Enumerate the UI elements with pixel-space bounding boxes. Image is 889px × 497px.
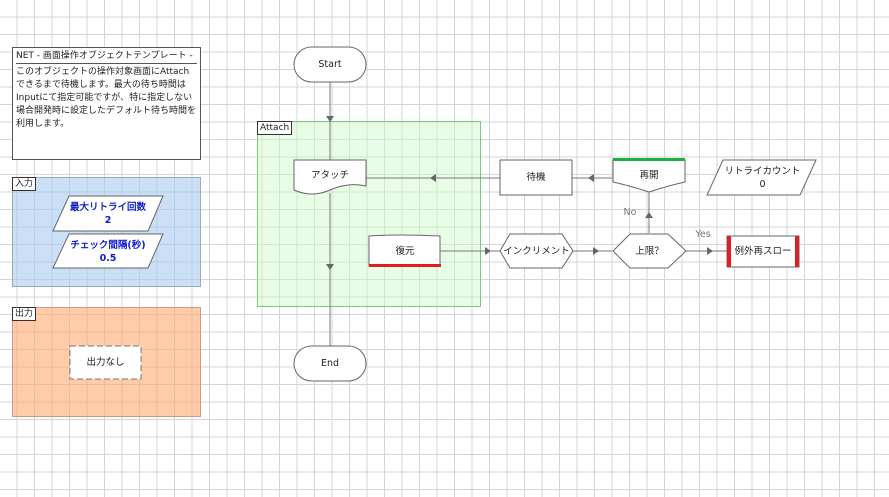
- param-interval-shape: [52, 233, 164, 269]
- retry-counter-shape: [706, 159, 817, 196]
- start-terminator: [293, 46, 367, 83]
- arrowheads: [326, 116, 713, 270]
- description-note[interactable]: NET - 画面操作オブジェクトテンプレート - このオブジェクトの操作対象画面…: [12, 47, 201, 160]
- arrow-up-1: [645, 212, 653, 218]
- arrow-right-3: [707, 247, 713, 255]
- exception-red-right: [795, 236, 799, 267]
- arrow-left-1: [430, 174, 436, 182]
- input-panel-label: 入力: [12, 177, 37, 191]
- connectors: [329, 82, 727, 347]
- output-panel-label: 出力: [12, 307, 37, 321]
- arrow-down-2: [326, 264, 334, 270]
- note-body: このオブジェクトの操作対象画面にAttachできるまで待機します。最大の待ち時間…: [16, 67, 197, 129]
- arrow-right-2: [593, 247, 599, 255]
- output-none-shape: [69, 345, 142, 380]
- increment-shape: [499, 233, 574, 269]
- input-panel[interactable]: 入力: [12, 177, 201, 287]
- arrow-right-1: [485, 247, 491, 255]
- arrow-left-2: [588, 174, 594, 182]
- resume-shape: [612, 159, 686, 193]
- arrow-down-1: [326, 116, 334, 122]
- exception-shape: [726, 235, 800, 268]
- resume-green-bar: [613, 158, 685, 161]
- attach-block-label: Attach: [257, 121, 293, 135]
- exception-red-left: [727, 236, 731, 267]
- note-title: NET - 画面操作オブジェクトテンプレート -: [16, 50, 197, 64]
- end-terminator: [293, 345, 367, 382]
- decision-shape: [612, 233, 687, 269]
- restore-shape: [368, 234, 441, 267]
- restore-red-bar: [369, 264, 441, 267]
- attach-block[interactable]: Attach: [257, 121, 481, 307]
- wait-shape: [499, 159, 573, 196]
- attach-shape: [293, 159, 367, 195]
- param-max-retry-shape: [52, 195, 164, 232]
